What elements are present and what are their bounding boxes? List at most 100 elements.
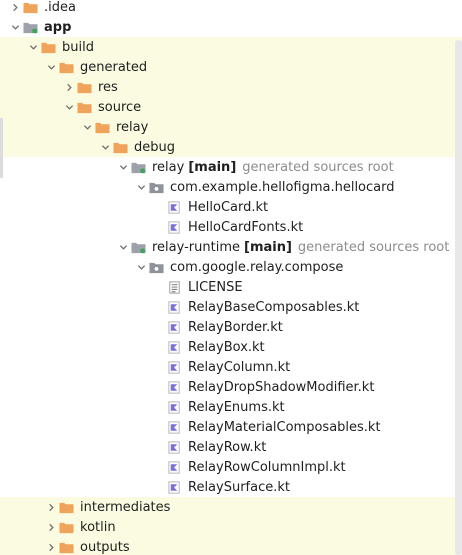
tree-row-com-example-hellofigma-hellocard[interactable]: com.example.hellofigma.hellocard	[0, 177, 462, 197]
chevron-down-icon[interactable]	[134, 257, 148, 277]
tree-item-label: debug	[134, 139, 175, 155]
tree-item-label: com.google.relay.compose	[170, 259, 344, 275]
tree-item-label: HelloCardFonts.kt	[188, 219, 304, 235]
chevron-down-icon[interactable]	[8, 17, 22, 37]
tree-row-outputs[interactable]: outputs	[0, 537, 462, 555]
tree-row-relayborder-kt[interactable]: RelayBorder.kt	[0, 317, 462, 337]
tree-row-relay[interactable]: relay	[0, 117, 462, 137]
tree-row-generated[interactable]: generated	[0, 57, 462, 77]
source-root-hint: generated sources root	[242, 159, 394, 175]
tree-item-label: RelayMaterialComposables.kt	[188, 419, 381, 435]
kotlin-file-icon	[166, 317, 182, 337]
kotlin-file-icon	[166, 197, 182, 217]
source-set-tag: [main]	[244, 239, 292, 255]
kotlin-file-icon	[166, 377, 182, 397]
tree-item-label: RelayRow.kt	[188, 439, 267, 455]
tree-row-relaybox-kt[interactable]: RelayBox.kt	[0, 337, 462, 357]
tree-row-relayrow-kt[interactable]: RelayRow.kt	[0, 437, 462, 457]
tree-row-hellocard-kt[interactable]: HelloCard.kt	[0, 197, 462, 217]
tree-item-label: com.example.hellofigma.hellocard	[170, 179, 395, 195]
folder-icon	[94, 117, 110, 137]
chevron-right-icon[interactable]	[44, 537, 58, 555]
tree-row-com-google-relay-compose[interactable]: com.google.relay.compose	[0, 257, 462, 277]
kotlin-file-icon	[166, 217, 182, 237]
tree-row-relaydropshadowmodifier-kt[interactable]: RelayDropShadowModifier.kt	[0, 377, 462, 397]
tree-row-app[interactable]: app	[0, 17, 462, 37]
chevron-right-icon[interactable]	[62, 77, 76, 97]
tree-row-debug[interactable]: debug	[0, 137, 462, 157]
tree-item-label: build	[62, 39, 94, 55]
tree-row-intermediates[interactable]: intermediates	[0, 497, 462, 517]
module-icon	[22, 17, 38, 37]
tree-item-label: RelayBaseComposables.kt	[188, 299, 360, 315]
gutter-line	[0, 118, 3, 178]
chevron-right-icon[interactable]	[44, 517, 58, 537]
source-set-tag: [main]	[188, 159, 237, 175]
kotlin-file-icon	[166, 457, 182, 477]
tree-item-label: RelaySurface.kt	[188, 479, 291, 495]
folder-icon	[58, 517, 74, 537]
tree-row-hellocardfonts-kt[interactable]: HelloCardFonts.kt	[0, 217, 462, 237]
tree-item-label: LICENSE	[188, 279, 243, 295]
kotlin-file-icon	[166, 357, 182, 377]
tree-row-source[interactable]: source	[0, 97, 462, 117]
tree-item-label: RelayColumn.kt	[188, 359, 291, 375]
folder-icon	[58, 537, 74, 555]
chevron-down-icon[interactable]	[116, 157, 130, 177]
kotlin-file-icon	[166, 437, 182, 457]
folder-icon	[22, 0, 38, 17]
tree-row-relaycolumn-kt[interactable]: RelayColumn.kt	[0, 357, 462, 377]
tree-item-label: RelayEnums.kt	[188, 399, 285, 415]
tree-item-label: generated	[80, 59, 148, 75]
chevron-down-icon[interactable]	[44, 57, 58, 77]
source-root-icon	[130, 157, 146, 177]
chevron-right-icon[interactable]	[8, 0, 22, 17]
tree-row-relay[interactable]: relay[main] generated sources root	[0, 157, 462, 177]
source-root-hint: generated sources root	[297, 239, 450, 255]
tree-row-license[interactable]: LICENSE	[0, 277, 462, 297]
tree-item-label: relay	[152, 159, 185, 175]
tree-row-kotlin[interactable]: kotlin	[0, 517, 462, 537]
tree-item-label: kotlin	[80, 519, 116, 535]
kotlin-file-icon	[166, 337, 182, 357]
tree-row-relayrowcolumnimpl-kt[interactable]: RelayRowColumnImpl.kt	[0, 457, 462, 477]
package-icon	[148, 177, 164, 197]
source-root-icon	[130, 237, 146, 257]
chevron-right-icon[interactable]	[44, 497, 58, 517]
folder-icon	[76, 77, 92, 97]
tree-row-relaysurface-kt[interactable]: RelaySurface.kt	[0, 477, 462, 497]
chevron-down-icon[interactable]	[134, 177, 148, 197]
tree-item-label: source	[98, 99, 142, 115]
tree-item-label: relay-runtime	[152, 239, 240, 255]
vertical-scrollbar[interactable]	[455, 40, 462, 555]
tree-item-label: HelloCard.kt	[188, 199, 269, 215]
folder-icon	[40, 37, 56, 57]
folder-icon	[58, 57, 74, 77]
tree-row-relay-runtime[interactable]: relay-runtime[main] generated sources roo…	[0, 237, 462, 257]
tree-item-label: RelayDropShadowModifier.kt	[188, 379, 375, 395]
chevron-down-icon[interactable]	[80, 117, 94, 137]
tree-row-relayenums-kt[interactable]: RelayEnums.kt	[0, 397, 462, 417]
tree-item-label: relay	[116, 119, 149, 135]
chevron-down-icon[interactable]	[26, 37, 40, 57]
chevron-down-icon[interactable]	[116, 237, 130, 257]
tree-item-label: RelayRowColumnImpl.kt	[188, 459, 346, 475]
kotlin-file-icon	[166, 417, 182, 437]
kotlin-file-icon	[166, 477, 182, 497]
tree-row-relaybasecomposables-kt[interactable]: RelayBaseComposables.kt	[0, 297, 462, 317]
package-icon	[148, 257, 164, 277]
chevron-down-icon[interactable]	[98, 137, 112, 157]
kotlin-file-icon	[166, 297, 182, 317]
tree-row-build[interactable]: build	[0, 37, 462, 57]
tree-item-label: res	[98, 79, 118, 95]
tree-row-relaymaterialcomposables-kt[interactable]: RelayMaterialComposables.kt	[0, 417, 462, 437]
tree-row-res[interactable]: res	[0, 77, 462, 97]
text-file-icon	[166, 277, 182, 297]
tree-item-label: RelayBox.kt	[188, 339, 265, 355]
tree-row--idea[interactable]: .idea	[0, 0, 462, 17]
tree-item-label: app	[44, 19, 72, 35]
chevron-down-icon[interactable]	[62, 97, 76, 117]
tree-item-label: outputs	[80, 539, 130, 555]
folder-icon	[58, 497, 74, 517]
